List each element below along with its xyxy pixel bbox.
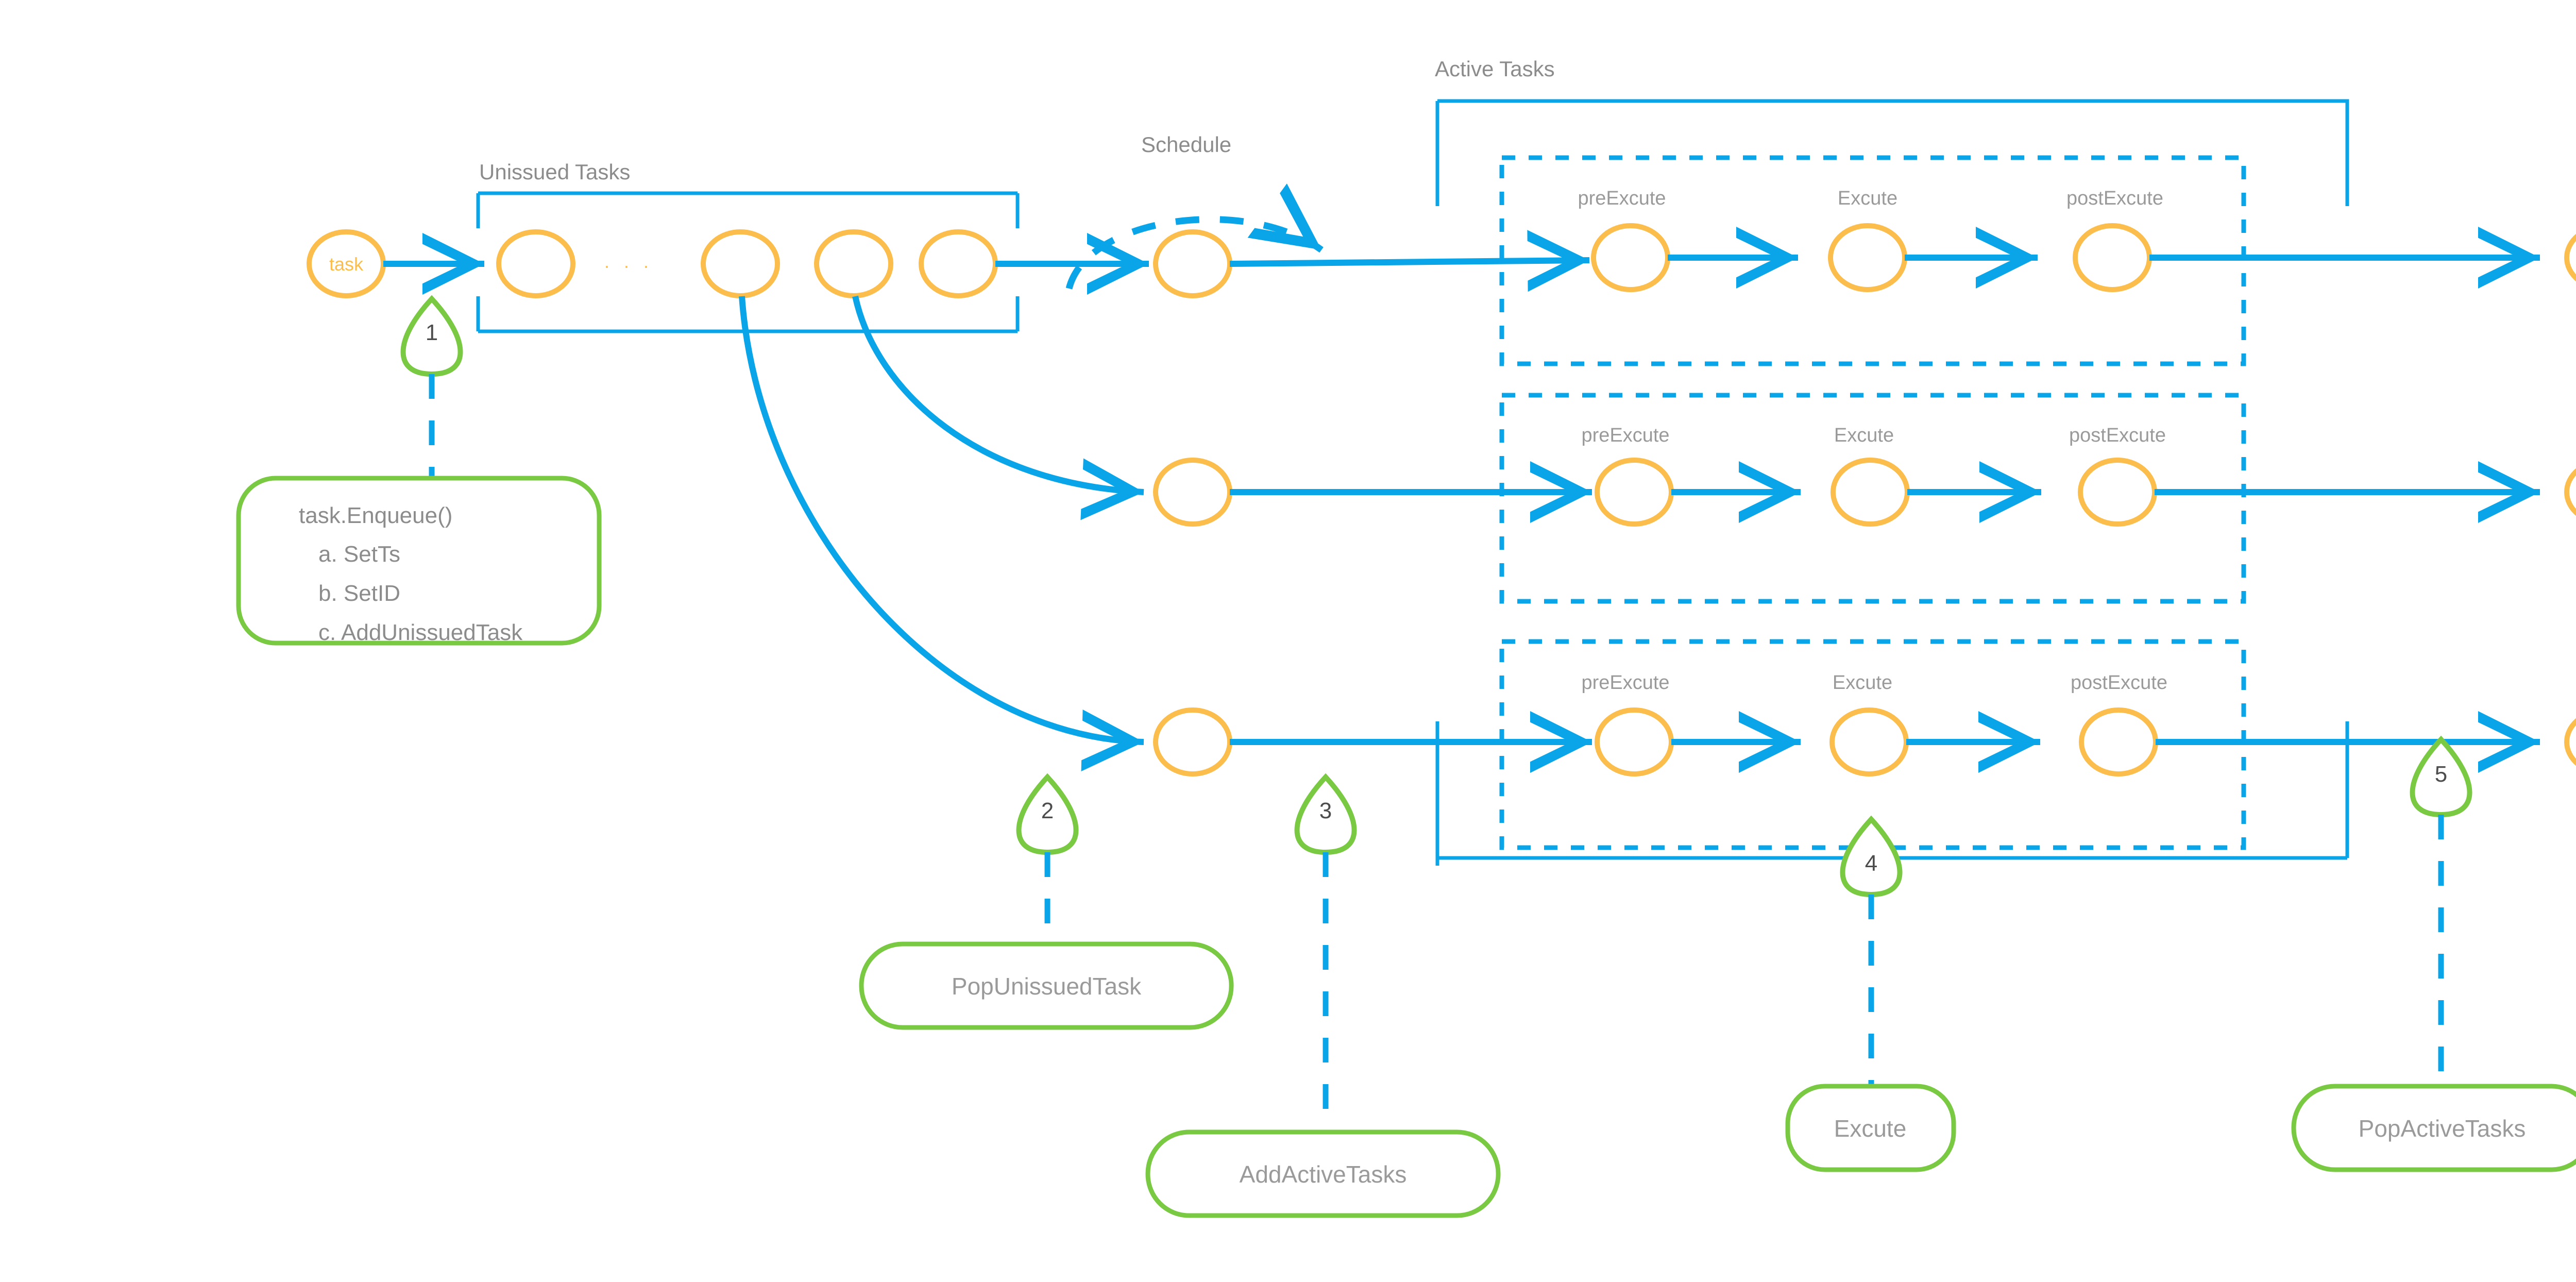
active-tasks-label: Active Tasks <box>1435 57 1555 81</box>
callout-2-box <box>859 941 1234 1030</box>
callout-2-label: PopUnissuedTask <box>952 973 1142 1000</box>
lane2-preexcute-label: preExcute <box>1581 425 1669 446</box>
callout-4-label: Excute <box>1834 1115 1907 1142</box>
queue-to-lane2-curve <box>852 295 1144 520</box>
lane1-preexcute-label: preExcute <box>1578 188 1666 209</box>
callout-3-label: AddActiveTasks <box>1240 1161 1407 1188</box>
callout-3-box <box>1145 1129 1501 1218</box>
callout-1-box <box>236 476 602 646</box>
unissued-task-node-1 <box>496 229 575 298</box>
lane2-postexcute-node <box>2078 458 2157 527</box>
unissued-tasks-bracket <box>476 191 1020 333</box>
note-line-4: c. AddUnissuedTask <box>318 620 523 645</box>
droplet-1-number: 1 <box>426 320 438 345</box>
lane2-postexcute-label: postExcute <box>2069 425 2166 446</box>
callout-3: 3 AddActiveTasks <box>1145 773 1501 1218</box>
callout-5-label: PopActiveTasks <box>2359 1115 2526 1142</box>
lane2-preexcute-node <box>1595 458 1674 527</box>
lane2-execution-box <box>1499 393 2246 604</box>
lane3-completed-node <box>2564 718 2576 766</box>
unissued-task-node-4 <box>919 229 998 298</box>
lane1-to-preexcute-arrow <box>1229 230 1590 292</box>
lane1-execution-box <box>1499 155 2246 366</box>
lane2-completed-node <box>2564 468 2576 516</box>
lane1-excute-label: Excute <box>1838 188 1897 209</box>
lane3-excute-label: Excute <box>1833 672 1892 694</box>
callout-5: 5 PopActiveTasks <box>2291 735 2576 1172</box>
callout-2: 2 PopUnissuedTask <box>859 773 1234 1030</box>
lane1-postexcute-label: postExcute <box>2066 188 2163 209</box>
lane3-scheduled-node <box>1153 707 1232 777</box>
schedule-label: Schedule <box>1141 132 1231 157</box>
lane3-preexcute-label: preExcute <box>1581 672 1669 694</box>
lane3-postexcute-node <box>2079 707 2158 777</box>
schedule-dashed-arrow <box>1065 183 1324 290</box>
task-node-label: task <box>329 254 364 275</box>
lane3-excute-node <box>1829 707 1909 777</box>
unissued-task-node-2 <box>701 229 780 298</box>
droplet-5-number: 5 <box>2435 762 2447 787</box>
callout-4-box <box>1785 1084 1956 1172</box>
unissued-task-node-3 <box>814 229 893 298</box>
lane3-postexcute-label: postExcute <box>2071 672 2167 694</box>
lane1-completed-node <box>2564 233 2576 282</box>
droplet-2-number: 2 <box>1041 798 1054 823</box>
ellipsis-glyph: · · · <box>604 255 653 276</box>
lane1-excute-node <box>1828 223 1907 292</box>
note-line-3: b. SetID <box>318 581 400 606</box>
lane1-postexcute-node <box>2073 223 2152 292</box>
task-node: task <box>307 229 386 298</box>
lane2-excute-node <box>1831 458 1910 527</box>
queue-to-lane3-curve <box>739 296 1144 771</box>
note-line-1: task.Enqueue() <box>299 503 452 528</box>
callout-5-box <box>2291 1084 2576 1172</box>
droplet-4-number: 4 <box>1865 851 1877 876</box>
lane1-scheduled-node <box>1153 229 1232 298</box>
note-line-2: a. SetTs <box>318 542 400 567</box>
lane2-scheduled-node <box>1153 458 1232 527</box>
lane2-excute-label: Excute <box>1834 425 1894 446</box>
lane1-preexcute-node <box>1591 223 1670 292</box>
callout-4: 4 Excute <box>1785 815 1956 1172</box>
droplet-3-number: 3 <box>1319 798 1332 823</box>
unissued-tasks-label: Unissued Tasks <box>479 160 630 184</box>
lane3-preexcute-node <box>1595 707 1674 777</box>
callout-1: 1 task.Enqueue() a. SetTs b. SetID c. Ad… <box>236 295 602 646</box>
